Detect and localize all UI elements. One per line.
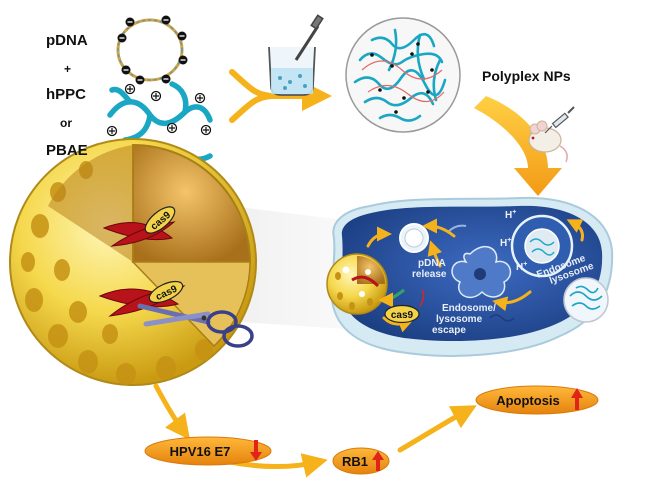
cell-cas9-label: cas9: [391, 310, 414, 321]
node-rb1: RB1: [332, 447, 390, 475]
svg-text:H+: H+: [500, 237, 511, 249]
polyplex-label: Polyplex NPs: [482, 68, 571, 84]
mouse-icon: [528, 120, 568, 163]
svg-text:H+: H+: [516, 261, 527, 273]
cas9-exit-arrow: [378, 288, 405, 308]
node-apoptosis-label: Apoptosis: [496, 393, 560, 408]
cas9-tag-upper: cas9: [144, 206, 176, 234]
beaker-icon: [268, 46, 316, 96]
delivery-arrow: [474, 96, 562, 196]
node-apoptosis: Apoptosis: [475, 385, 599, 415]
hppc-label: hPPC: [46, 86, 87, 103]
pbae-label: PBAE: [46, 142, 88, 159]
endosome-lysosome-icon: [510, 214, 574, 278]
polyplex-nanoparticle-icon: [345, 17, 461, 133]
node-hpv16-e7: HPV16 E7: [144, 436, 272, 466]
hppc-charges: [106, 83, 212, 137]
hppc-polymer-icon: [107, 81, 213, 143]
node-rb1-label: RB1: [342, 454, 368, 469]
svg-text:H+: H+: [505, 209, 516, 221]
cell-nucleus-icon: [326, 253, 388, 315]
pdna-release-label: pDNA release: [412, 258, 448, 280]
or-label: or: [60, 116, 72, 130]
up-arrow-icon: [571, 388, 583, 410]
pdna-label: pDNA: [46, 32, 88, 49]
pipette-icon: [294, 14, 324, 61]
endosome-escape-label: Endosome/ lysosome escape: [432, 303, 499, 336]
cytoplasm-arrows: [366, 218, 584, 333]
mixing-arrow: [229, 69, 332, 123]
mrna-strand-icon: [489, 314, 515, 322]
plasmid-dna-icon: [116, 15, 188, 85]
nucleus-cutaway: [9, 138, 257, 386]
polyplex-at-membrane-icon: [563, 277, 609, 323]
syringe-icon: [544, 106, 575, 134]
proton-labels: H+ H+ H+: [500, 209, 527, 273]
endosome-escape-icon: [447, 224, 512, 299]
up-arrow-icon: [372, 451, 384, 471]
cell-cas9-tag: cas9: [384, 289, 425, 324]
down-arrow-icon: [250, 440, 262, 461]
plus-label: +: [64, 62, 72, 76]
scissors-icon: [137, 303, 254, 348]
pdna-release-vesicle: [399, 223, 429, 253]
node-hpv16-e7-label: HPV16 E7: [170, 444, 231, 459]
